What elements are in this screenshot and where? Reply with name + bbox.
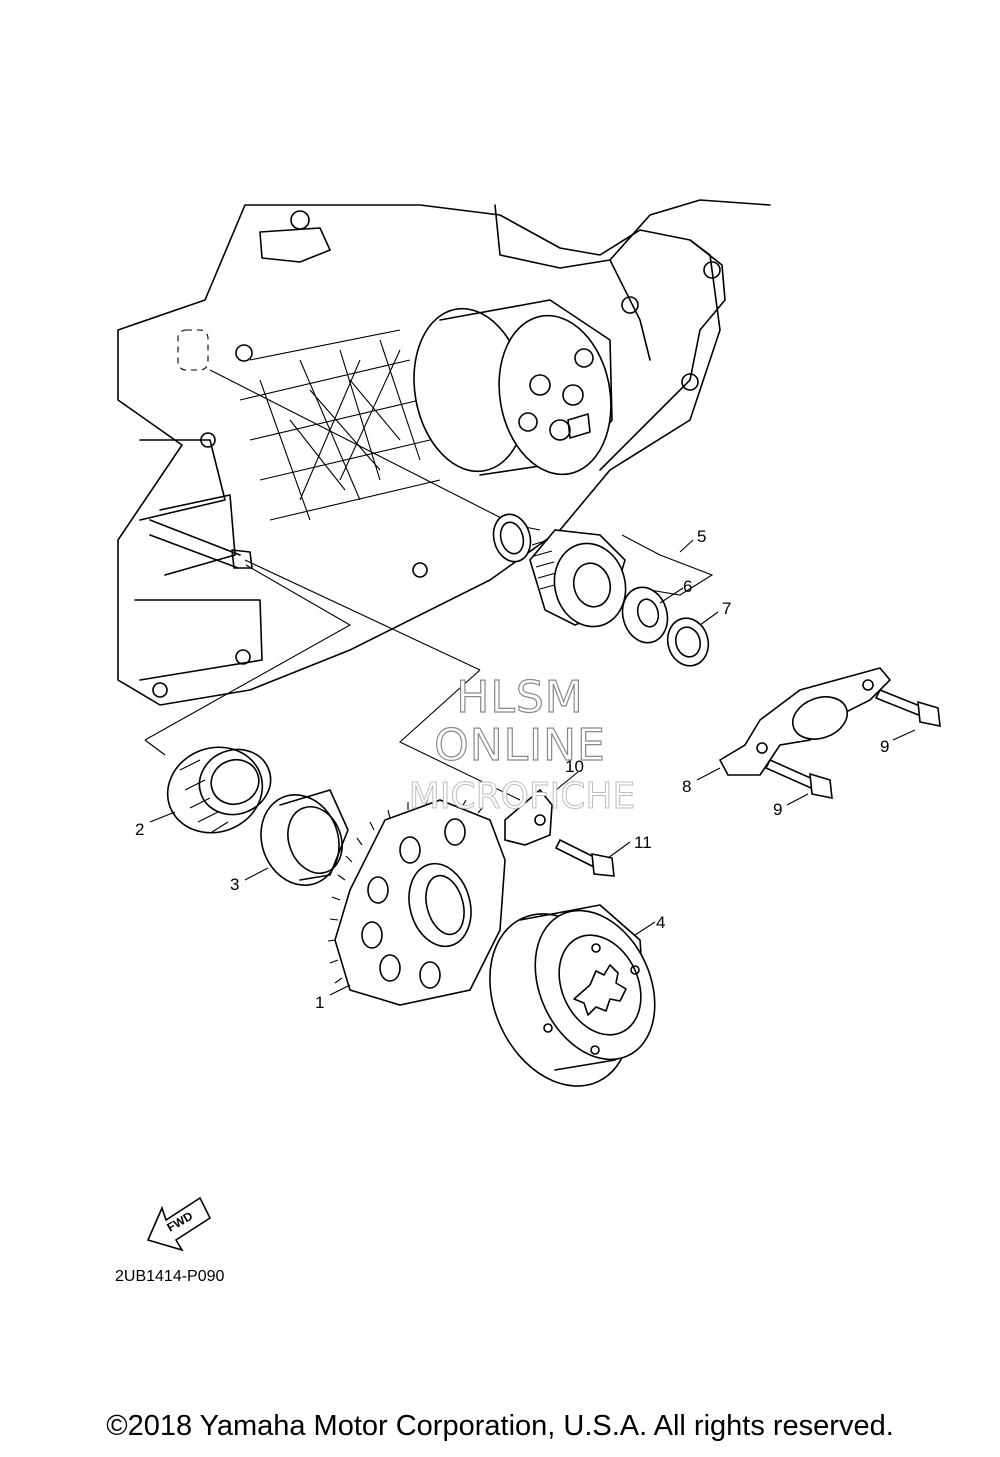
assembly-guide-lines [144, 369, 714, 801]
starter-wheel-gear-part [327, 795, 506, 1006]
rotor-assembly [413, 299, 613, 476]
needle-bearing-part [166, 746, 272, 834]
watermark-line-2: ONLINE [434, 720, 606, 771]
callout-2: 2 [135, 820, 144, 839]
callout-leaders [149, 539, 916, 996]
callout-4: 4 [656, 913, 665, 932]
watermark: HLSM ONLINE MICROFICHE [408, 671, 635, 817]
idle-gear-assembly [492, 513, 710, 667]
callout-9-upper: 9 [880, 737, 889, 756]
callout-5: 5 [697, 527, 706, 546]
callout-labels: 1 2 3 4 5 6 7 8 9 9 10 11 [135, 527, 889, 1012]
bracket-and-bolts-part [718, 667, 941, 799]
watermark-line-3: MICROFICHE [409, 776, 635, 817]
sleeve-part [260, 789, 349, 886]
diagram-code: 2UB1414-P090 [115, 1268, 225, 1285]
starter-clutch-part [489, 904, 656, 1087]
plate-and-bolt-part [504, 788, 615, 877]
copyright-notice: ©2018 Yamaha Motor Corporation, U.S.A. A… [106, 1410, 894, 1442]
callout-1: 1 [315, 993, 324, 1012]
callout-10: 10 [565, 757, 584, 776]
callout-3: 3 [230, 875, 239, 894]
callout-9-lower: 9 [773, 800, 782, 819]
watermark-line-1: HLSM [456, 672, 584, 723]
callout-7: 7 [722, 599, 731, 618]
callout-8: 8 [682, 777, 691, 796]
callout-11: 11 [634, 833, 652, 852]
crankcase-outline [117, 199, 771, 706]
callout-6: 6 [683, 577, 692, 596]
fwd-arrow-icon: FWD [146, 1196, 212, 1252]
